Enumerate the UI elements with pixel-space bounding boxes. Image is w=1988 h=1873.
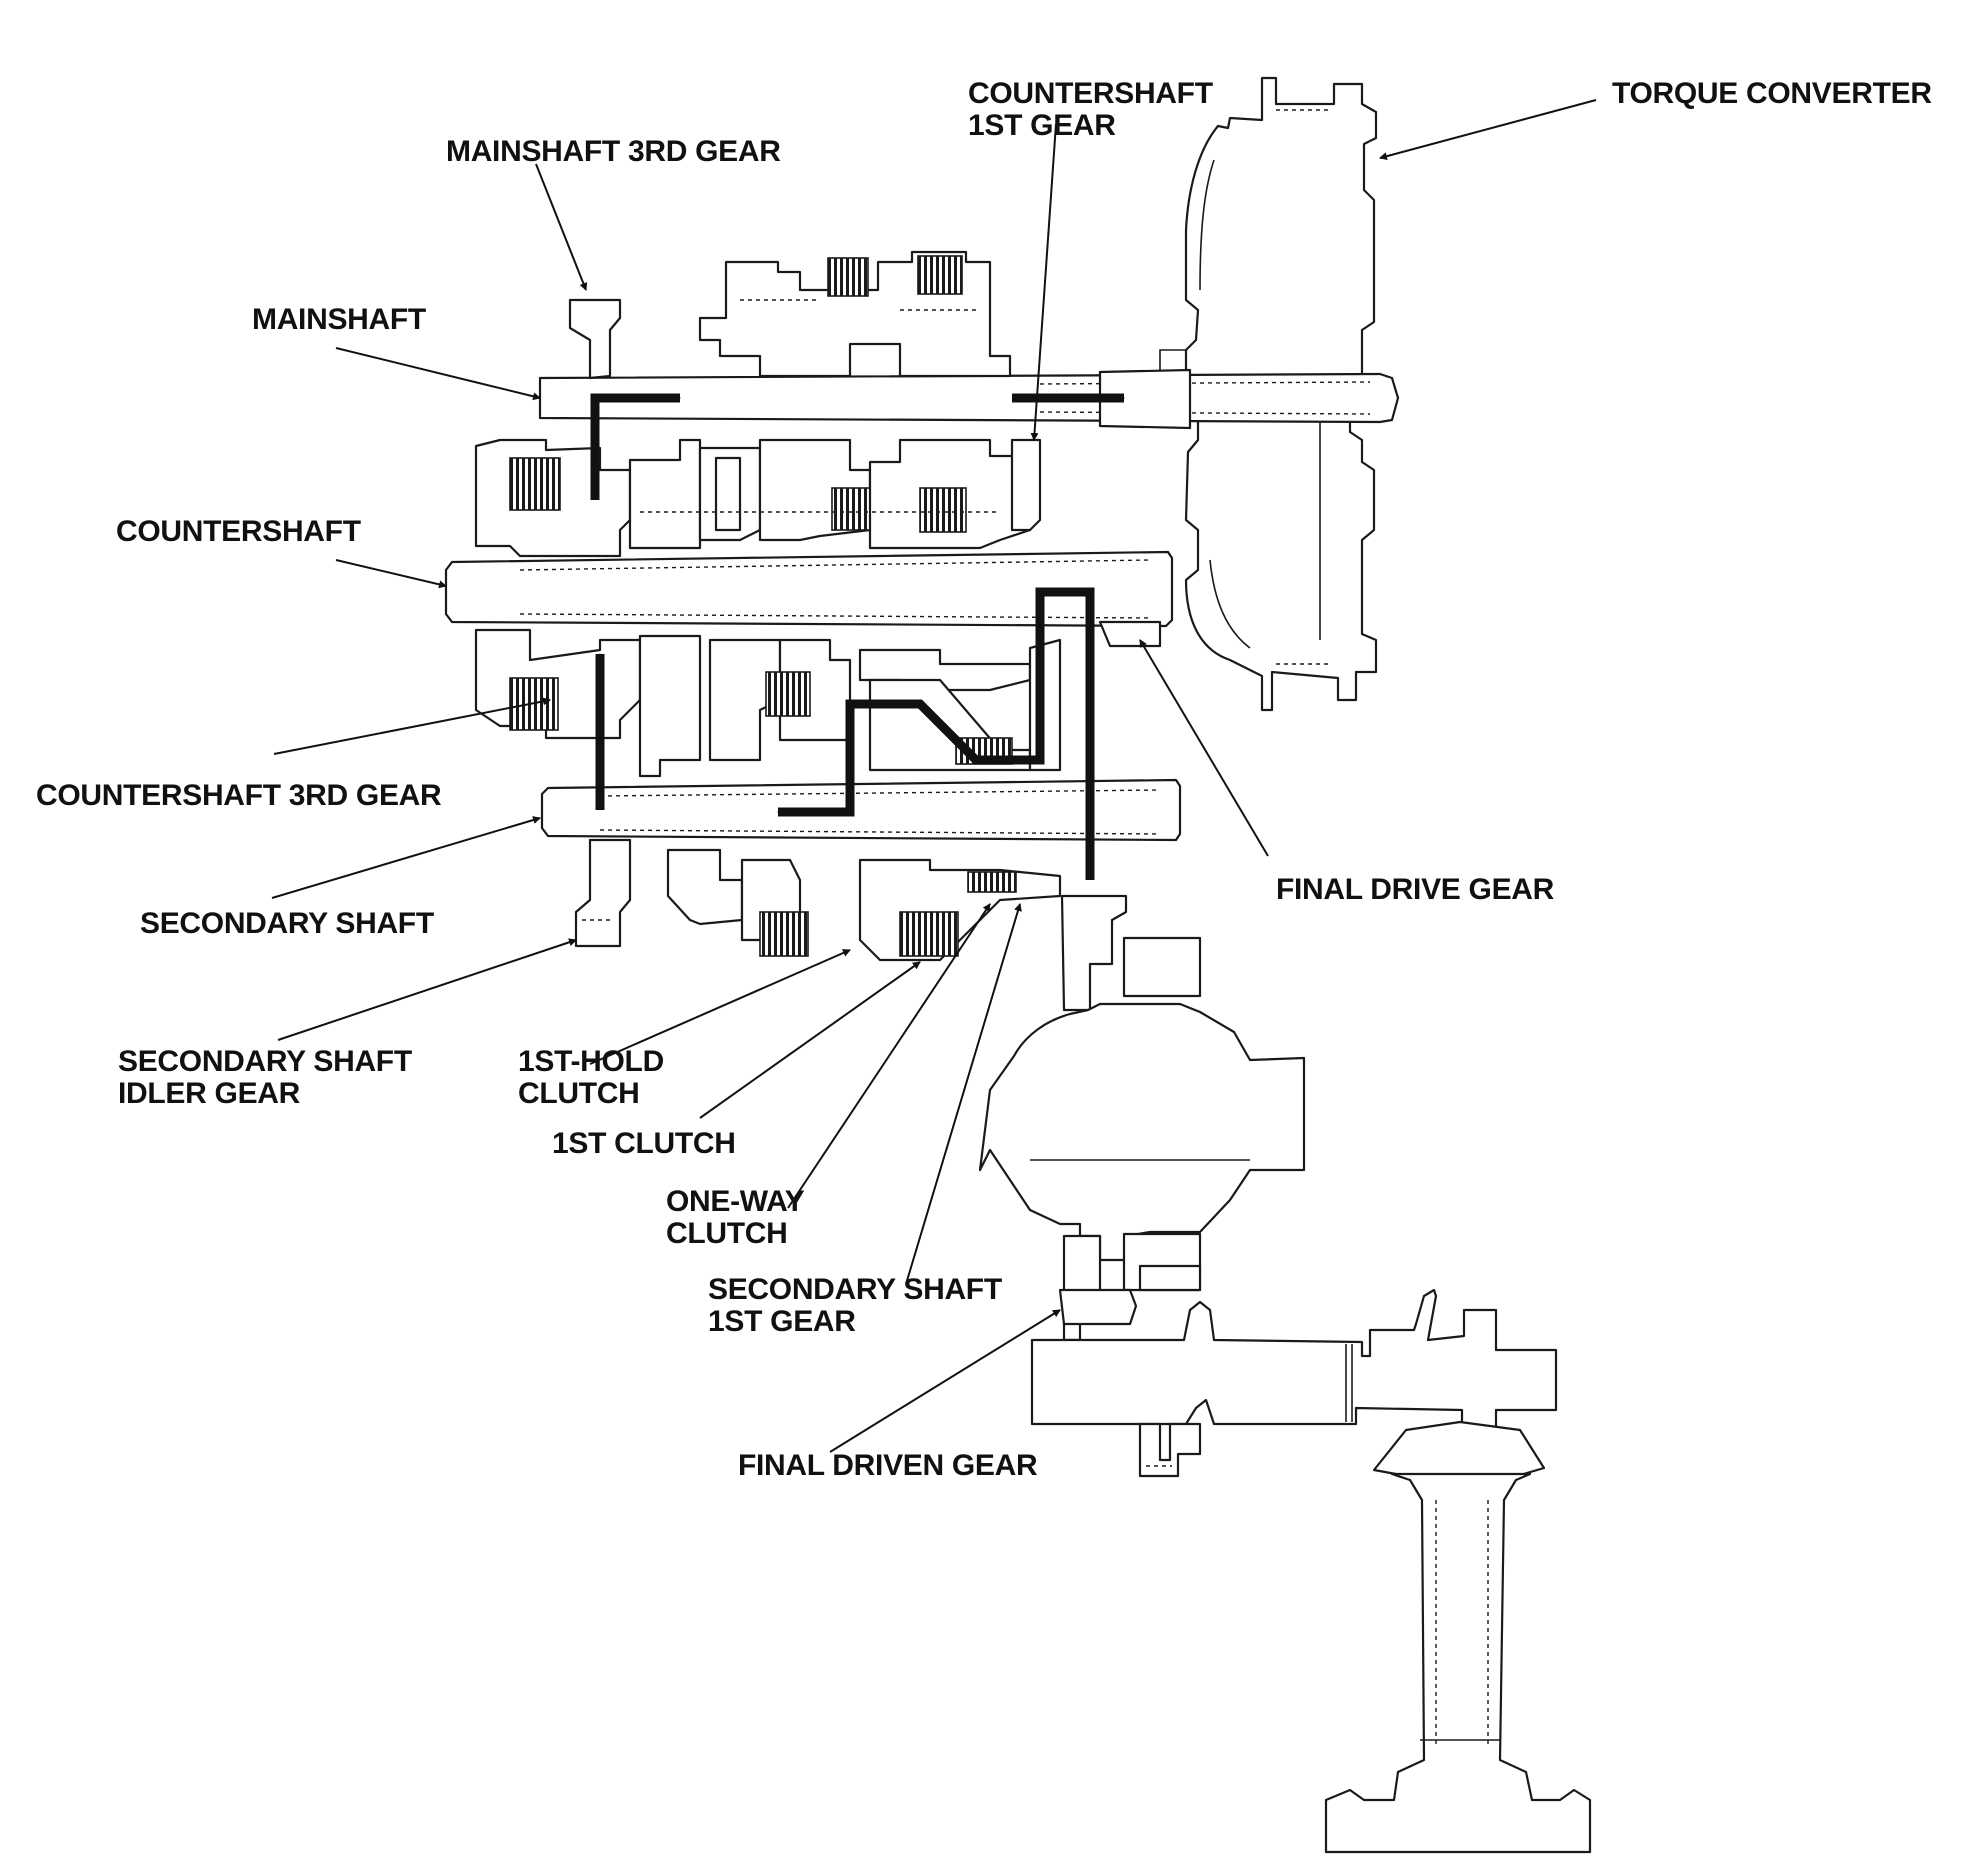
label-countershaft-1st-gear: COUNTERSHAFT 1ST GEAR	[968, 78, 1213, 142]
label-1st-hold-clutch-line2: CLUTCH	[518, 1077, 640, 1110]
secondary-shaft-idler-gear	[574, 838, 632, 948]
secondary-shaft	[540, 778, 1182, 842]
label-secondary-shaft-1st-gear-line1: SECONDARY SHAFT	[708, 1273, 1002, 1306]
label-mainshaft-3rd-gear: MAINSHAFT 3RD GEAR	[446, 135, 781, 168]
label-secondary-shaft-1st-gear-line2: 1ST GEAR	[708, 1305, 856, 1338]
countershaft-3rd-gear	[474, 628, 642, 740]
mainshaft-clutch-assembly	[698, 250, 1012, 378]
label-one-way-clutch: ONE-WAY CLUTCH	[666, 1185, 805, 1250]
mainshaft-3rd-gear	[568, 298, 622, 380]
countershaft-upper-assembly	[474, 438, 1042, 558]
label-one-way-clutch-line1: ONE-WAY	[666, 1185, 805, 1218]
label-countershaft: COUNTERSHAFT	[116, 515, 361, 548]
leader-lines	[271, 99, 1597, 1453]
label-countershaft-1st-gear-line1: COUNTERSHAFT	[968, 77, 1213, 110]
axle-shaft	[1030, 1288, 1558, 1478]
label-secondary-shaft-1st-gear: SECONDARY SHAFT 1ST GEAR	[708, 1274, 1002, 1338]
label-secondary-shaft-idler-gear: SECONDARY SHAFT IDLER GEAR	[118, 1046, 412, 1110]
bevel-gear-output	[1324, 1420, 1592, 1854]
label-1st-clutch: 1ST CLUTCH	[552, 1127, 736, 1160]
label-1st-hold-clutch-line1: 1ST-HOLD	[518, 1045, 664, 1078]
differential-assembly	[978, 894, 1306, 1342]
label-countershaft-3rd-gear: COUNTERSHAFT 3RD GEAR	[36, 779, 442, 812]
label-final-driven-gear: FINAL DRIVEN GEAR	[738, 1449, 1038, 1482]
label-secondary-shaft-idler-gear-line1: SECONDARY SHAFT	[118, 1045, 412, 1078]
label-1st-hold-clutch: 1ST-HOLD CLUTCH	[518, 1046, 664, 1110]
mainshaft	[538, 368, 1400, 430]
label-mainshaft: MAINSHAFT	[252, 303, 426, 336]
label-final-drive-gear: FINAL DRIVE GEAR	[1276, 873, 1555, 906]
label-secondary-shaft-idler-gear-line2: IDLER GEAR	[118, 1077, 301, 1110]
countershaft	[444, 550, 1174, 648]
label-torque-converter: TORQUE CONVERTER	[1612, 77, 1932, 110]
label-countershaft-1st-gear-line2: 1ST GEAR	[968, 109, 1116, 142]
label-one-way-clutch-line2: CLUTCH	[666, 1217, 788, 1250]
power-flow-path	[590, 393, 1125, 880]
secondary-shaft-lower-assembly	[666, 848, 1062, 962]
label-secondary-shaft: SECONDARY SHAFT	[140, 907, 434, 940]
